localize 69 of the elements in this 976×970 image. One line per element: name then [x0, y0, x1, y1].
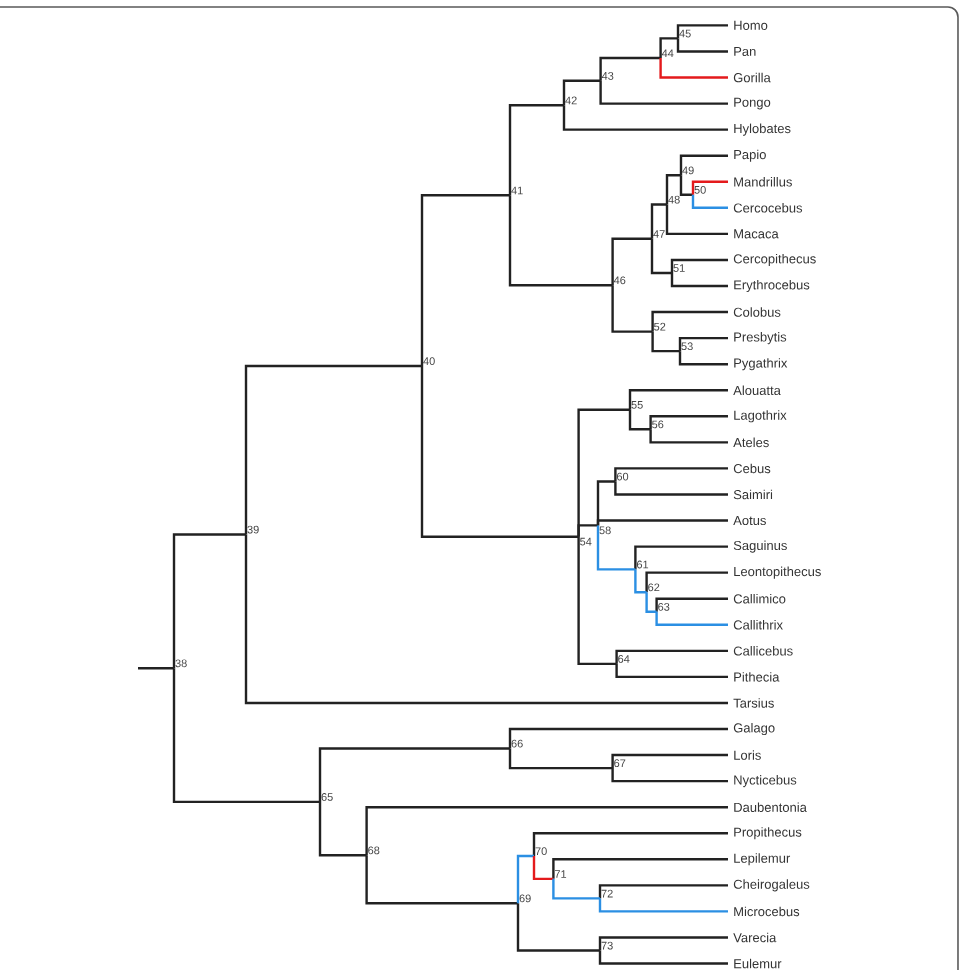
- branch: [691, 194, 728, 209]
- branch: [659, 58, 728, 79]
- branch: [678, 351, 728, 366]
- branch: [670, 258, 728, 273]
- branch: [651, 331, 680, 353]
- branch: [679, 154, 728, 176]
- branch: [318, 747, 510, 802]
- branch: [562, 105, 728, 131]
- branch: [599, 80, 728, 105]
- branch: [596, 519, 728, 526]
- root-branch: [138, 667, 174, 670]
- branch: [318, 801, 367, 857]
- branch: [615, 663, 728, 679]
- branch: [628, 409, 651, 431]
- branch: [645, 592, 657, 613]
- branch: [172, 533, 246, 669]
- branch: [508, 727, 728, 749]
- branch: [650, 238, 672, 275]
- branch: [628, 389, 728, 410]
- branch: [552, 858, 728, 879]
- branch: [598, 936, 728, 951]
- branch: [516, 854, 534, 904]
- branch: [577, 524, 598, 537]
- branch: [679, 175, 693, 196]
- branch: [611, 285, 653, 333]
- branch: [614, 481, 728, 496]
- branch: [650, 203, 667, 239]
- branch: [659, 37, 678, 58]
- branch: [670, 272, 728, 288]
- branch: [655, 597, 728, 612]
- branch: [596, 525, 636, 571]
- branch: [615, 649, 728, 664]
- branch: [651, 310, 728, 332]
- branch: [552, 878, 600, 900]
- branch: [532, 832, 728, 857]
- branch: [691, 180, 728, 195]
- branch: [614, 467, 728, 482]
- branch: [365, 805, 728, 856]
- branch: [678, 336, 728, 352]
- branch: [676, 24, 728, 39]
- branch: [172, 668, 320, 804]
- branch: [508, 748, 613, 770]
- branch: [611, 768, 728, 783]
- branch: [244, 534, 728, 705]
- branch: [645, 571, 728, 593]
- branch: [508, 195, 613, 287]
- branch: [634, 545, 728, 570]
- branch: [532, 856, 554, 881]
- branch: [577, 536, 617, 666]
- branch: [599, 56, 661, 81]
- branch: [649, 429, 728, 444]
- branch: [598, 950, 728, 965]
- branch: [649, 415, 728, 430]
- branch: [655, 611, 728, 626]
- branch: [611, 753, 728, 769]
- branch: [611, 237, 652, 286]
- branch: [365, 855, 518, 905]
- branch: [516, 903, 600, 952]
- branch: [508, 104, 564, 196]
- branch: [420, 366, 579, 538]
- branch: [598, 884, 728, 899]
- branch: [634, 569, 647, 594]
- branch: [420, 194, 510, 366]
- branch: [676, 38, 728, 53]
- branch: [665, 174, 681, 205]
- branch: [562, 79, 601, 106]
- branch: [598, 898, 728, 913]
- branch: [244, 364, 422, 535]
- branch: [665, 204, 728, 236]
